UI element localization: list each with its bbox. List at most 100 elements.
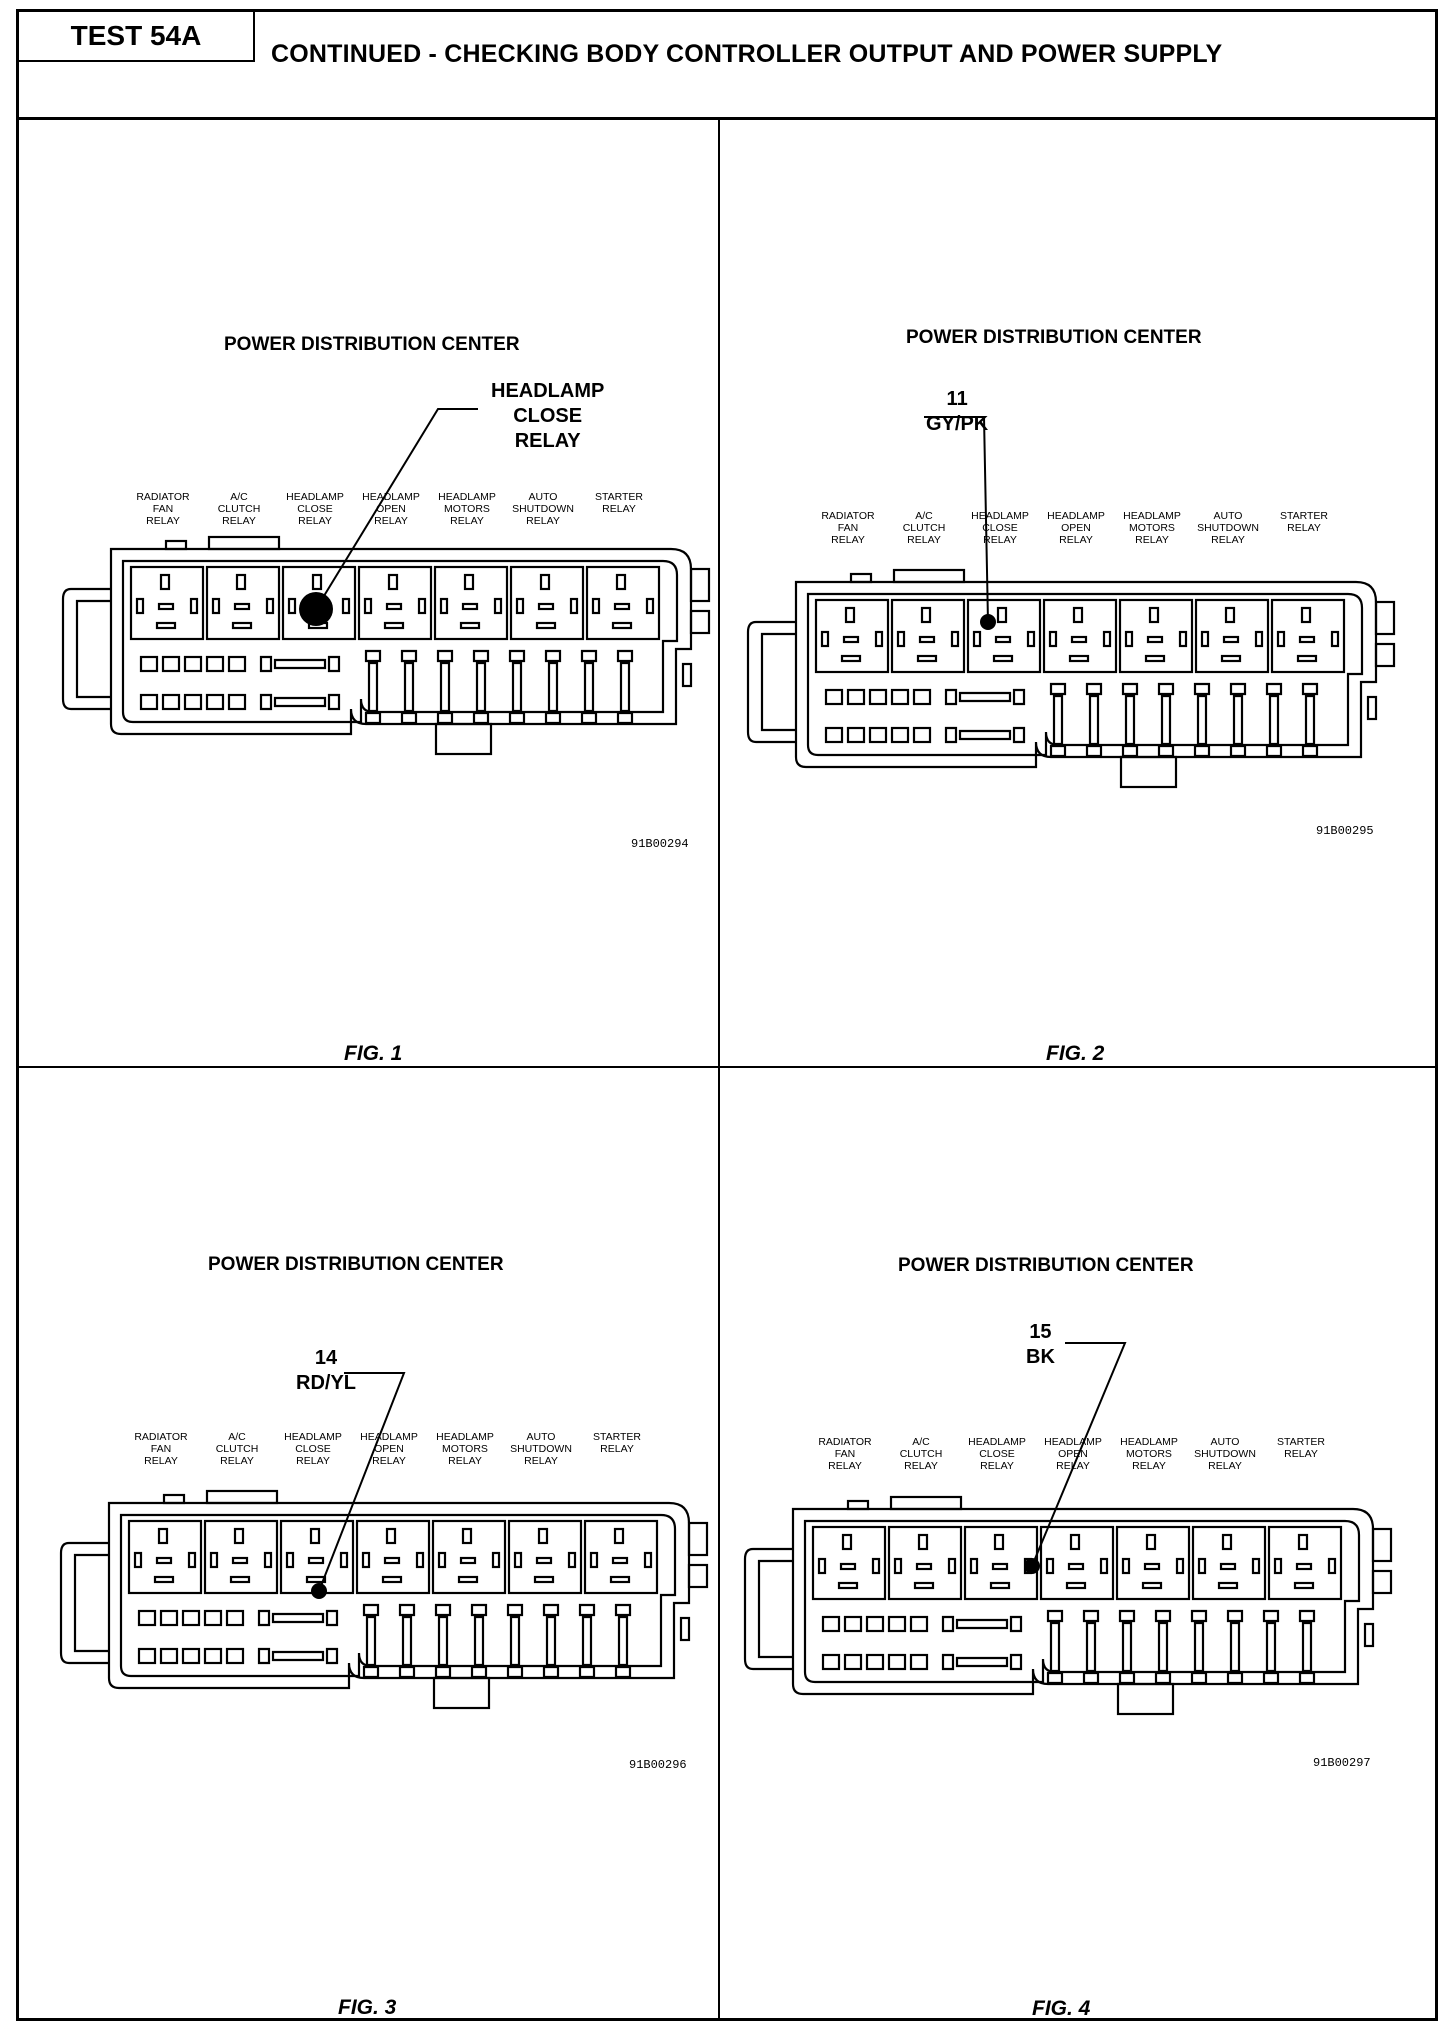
long-fuse: [944, 688, 1026, 706]
long-fuse: [257, 1609, 339, 1627]
pdc-top-nub: [162, 1493, 186, 1505]
mini-fuse: [843, 1653, 863, 1671]
mini-fuse: [821, 1615, 841, 1633]
relay-label-line: MOTORS: [1126, 1448, 1172, 1460]
mini-fuse: [887, 1615, 907, 1633]
pdc-bottom-clip: [1116, 1682, 1175, 1716]
maxi-fuse: [1121, 682, 1139, 758]
figure-id: 91B00294: [631, 837, 689, 851]
relay-label-line: RELAY: [524, 1455, 558, 1467]
callout-line: RELAY: [514, 430, 581, 452]
maxi-fuse: [434, 1603, 452, 1679]
pdc-housing: [109, 547, 693, 736]
relay-label-line: FAN: [152, 503, 174, 515]
figure-caption: FIG. 3: [338, 1996, 397, 2019]
test-label: TEST 54A: [19, 12, 255, 62]
pdc-top-clip: [892, 568, 966, 584]
relay-label-line: HEADLAMP: [286, 491, 344, 503]
callout-leader-line: [315, 408, 478, 610]
maxi-fuse: [398, 1603, 416, 1679]
mini-fuse: [824, 688, 844, 706]
relay-label-line: OPEN: [1061, 522, 1091, 534]
relay-label-line: CLUTCH: [899, 1448, 943, 1460]
callout-leader-line: [924, 416, 989, 623]
mini-fuse: [868, 688, 888, 706]
pdc-top-nub: [164, 539, 188, 551]
callout-line: 11: [946, 388, 968, 410]
relay-label-line: RELAY: [980, 1460, 1014, 1472]
maxi-fuse: [400, 649, 418, 725]
pdc-bolt: [679, 1616, 691, 1642]
relay-label-line: HEADLAMP: [360, 1431, 418, 1443]
page-title: CONTINUED - CHECKING BODY CONTROLLER OUT…: [271, 40, 1223, 68]
relay-label-line: HEADLAMP: [1044, 1436, 1102, 1448]
mini-fuse: [203, 1647, 223, 1665]
pdc-housing: [794, 580, 1378, 769]
relay-label-line: FAN: [837, 522, 859, 534]
relay-label-line: HEADLAMP: [284, 1431, 342, 1443]
relay-label-line: RADIATOR: [821, 510, 875, 522]
relay-label-line: STARTER: [592, 1431, 642, 1443]
mini-fuse: [203, 1609, 223, 1627]
relay-socket: [583, 1519, 659, 1595]
mini-fuse: [205, 693, 225, 711]
mini-fuse: [161, 655, 181, 673]
callout-line: 14: [314, 1347, 338, 1369]
long-fuse: [259, 655, 341, 673]
mini-fuse: [205, 655, 225, 673]
relay-label-line: RADIATOR: [818, 1436, 872, 1448]
mini-fuse: [181, 1647, 201, 1665]
relay-label-line: HEADLAMP: [1120, 1436, 1178, 1448]
relay-label-line: CLUTCH: [217, 503, 261, 515]
relay-label-line: CLOSE: [982, 522, 1018, 534]
mini-fuse: [890, 688, 910, 706]
pdc-bottom-clip: [434, 722, 493, 756]
relay-socket: [203, 1519, 279, 1595]
maxi-fuse: [614, 1603, 632, 1679]
diagram-sheet: TEST 54A CONTINUED - CHECKING BODY CONTR…: [16, 9, 1438, 2021]
relay-label-line: FAN: [834, 1448, 856, 1460]
relay-label-line: CLUTCH: [902, 522, 946, 534]
test-point-marker: [1024, 1558, 1040, 1574]
pdc-side-tab: [689, 567, 711, 603]
mini-fuse: [846, 688, 866, 706]
mini-fuse: [821, 1653, 841, 1671]
relay-label-line: SHUTDOWN: [1197, 522, 1259, 534]
callout-line: GY/PK: [926, 413, 989, 435]
mini-fuse: [912, 726, 932, 744]
relay-label-line: RELAY: [144, 1455, 178, 1467]
relay-label-line: CLOSE: [297, 503, 333, 515]
long-fuse: [257, 1647, 339, 1665]
relay-label-line: RELAY: [448, 1455, 482, 1467]
relay-label-line: STARTER: [1279, 510, 1329, 522]
pdc-diagram: [61, 408, 711, 756]
callout-leader-line: [1031, 1342, 1127, 1567]
pdc-top-clip: [889, 1495, 963, 1511]
relay-label-line: RELAY: [296, 1455, 330, 1467]
figure-id: 91B00297: [1313, 1756, 1371, 1770]
mini-fuse: [161, 693, 181, 711]
relay-label-line: FAN: [150, 1443, 172, 1455]
relay-label-line: RELAY: [983, 534, 1017, 546]
relay-socket: [1039, 1525, 1115, 1601]
relay-label-line: MOTORS: [444, 503, 490, 515]
relay-label-line: AUTO: [526, 1431, 556, 1443]
pdc-body: [743, 1495, 1393, 1716]
relay-label-line: HEADLAMP: [362, 491, 420, 503]
relay-label-line: OPEN: [376, 503, 406, 515]
figure-caption: FIG. 4: [1032, 1997, 1091, 2020]
relay-socket: [1042, 598, 1118, 674]
